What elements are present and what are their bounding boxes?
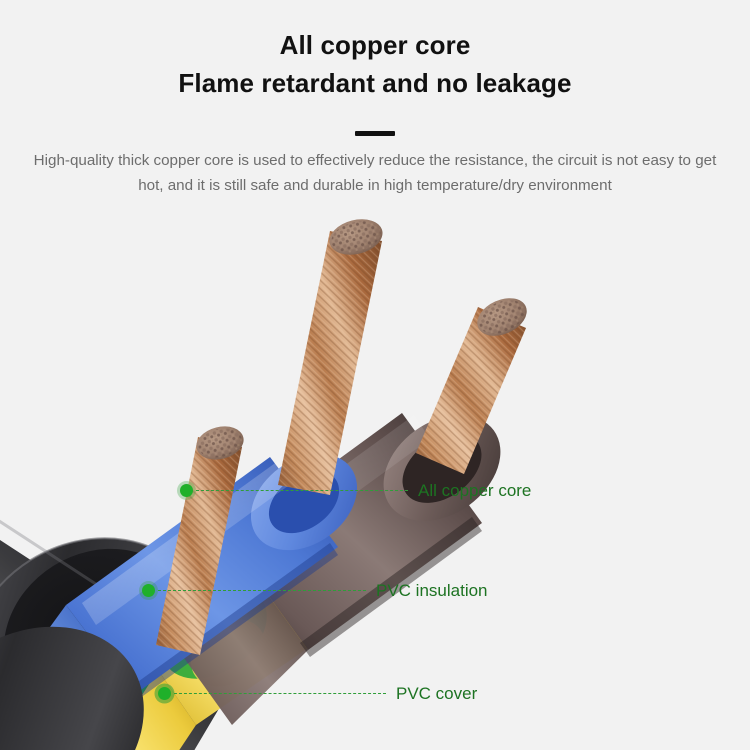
title-line-2: Flame retardant and no leakage [178, 68, 572, 98]
cable-illustration [0, 185, 530, 750]
callout-dot-copper[interactable] [180, 484, 193, 497]
copper-core-brown [416, 298, 527, 474]
description-text: High-quality thick copper core is used t… [33, 152, 717, 194]
callout-label-cover: PVC cover [396, 684, 478, 703]
callout-line-insulation [158, 590, 366, 591]
title-line-1: All copper core [279, 30, 471, 60]
cable-cutaway-svg [0, 219, 527, 750]
callout-line-cover [174, 693, 386, 694]
callout-line-copper [196, 490, 408, 491]
page-title: All copper core Flame retardant and no l… [0, 28, 750, 100]
callout-label-insulation: PVC insulation [376, 581, 488, 600]
title-divider-bar [355, 131, 395, 136]
pvc-jacket-front-lip [0, 626, 144, 750]
copper-core-blue [278, 219, 383, 495]
callout-label-copper: All copper core [418, 481, 532, 500]
copper-core-earth [156, 426, 244, 655]
callout-dot-cover[interactable] [158, 687, 171, 700]
callout-dot-insulation[interactable] [142, 584, 155, 597]
